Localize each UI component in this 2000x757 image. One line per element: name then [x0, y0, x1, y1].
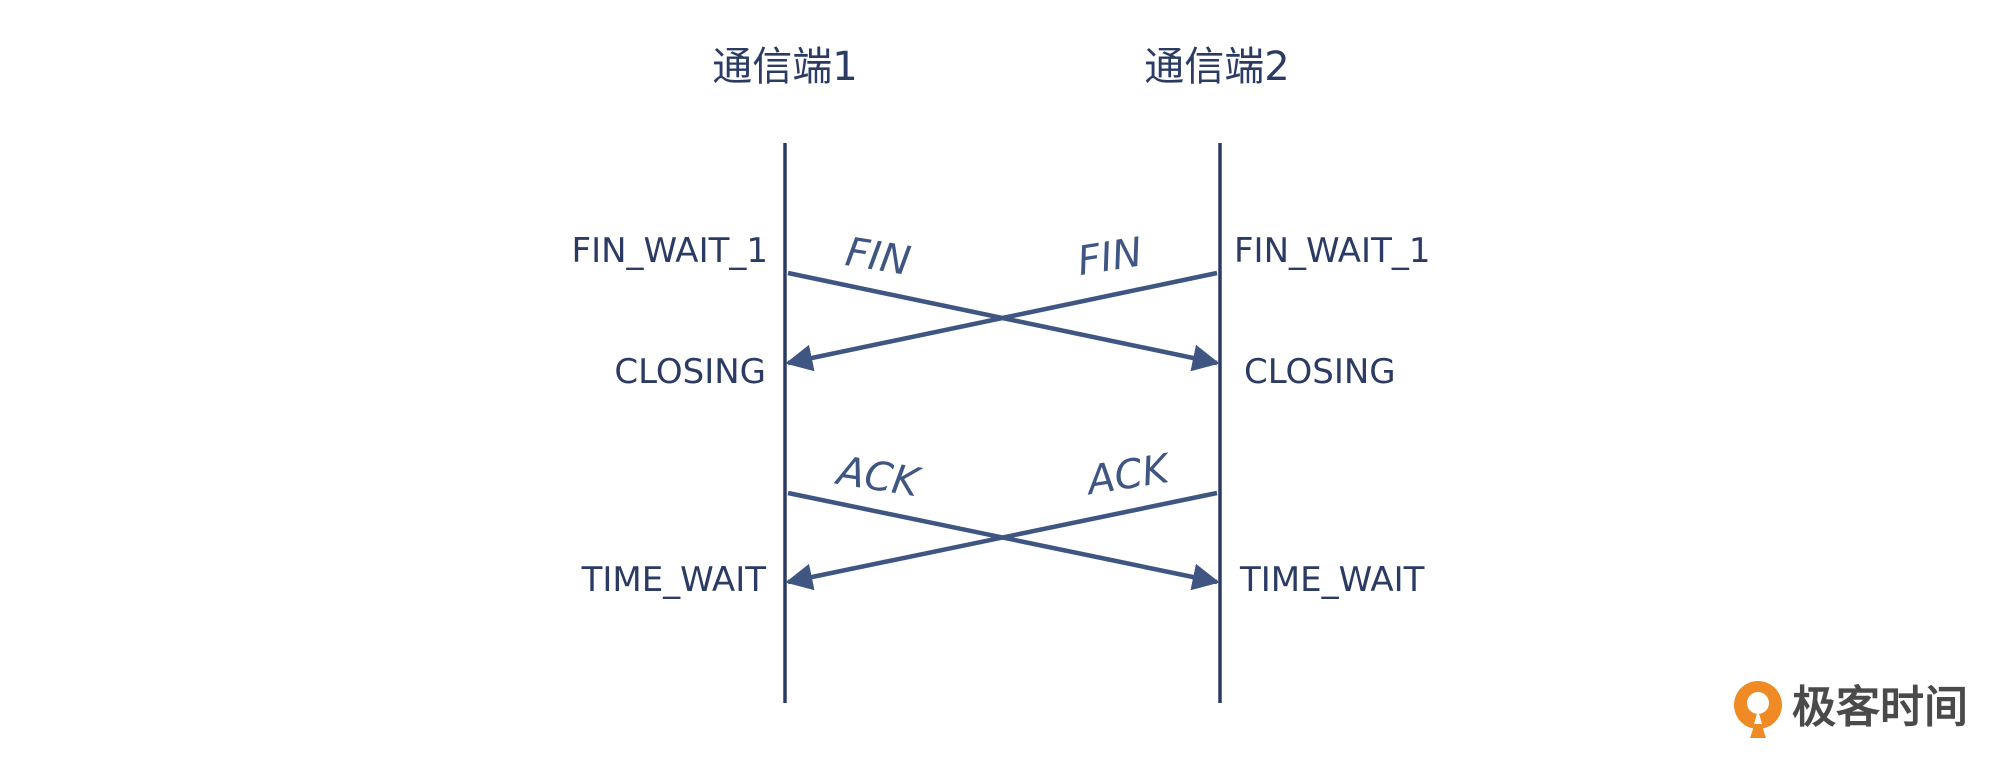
right-state-fin-wait-1: FIN_WAIT_1	[1234, 231, 1430, 271]
endpoint-left-title: 通信端1	[712, 44, 857, 90]
endpoint-right-title: 通信端2	[1144, 44, 1289, 90]
fin-label-right: FIN	[1074, 229, 1145, 285]
fin-label-left: FIN	[842, 229, 913, 285]
geektime-logo-icon	[1734, 681, 1782, 738]
left-state-time-wait: TIME_WAIT	[581, 560, 767, 600]
right-state-closing: CLOSING	[1244, 352, 1396, 392]
ack-label-left: ACK	[831, 448, 924, 507]
left-state-fin-wait-1: FIN_WAIT_1	[572, 231, 768, 271]
fin-arrow-right-to-left	[785, 270, 1218, 372]
geektime-logo: 极客时间	[1734, 681, 1968, 738]
ack-label-right: ACK	[1081, 446, 1174, 505]
logo-text: 极客时间	[1792, 682, 1968, 733]
ack-arrow-right-to-left	[785, 490, 1218, 591]
right-state-time-wait: TIME_WAIT	[1239, 560, 1425, 600]
left-state-closing: CLOSING	[614, 352, 766, 392]
